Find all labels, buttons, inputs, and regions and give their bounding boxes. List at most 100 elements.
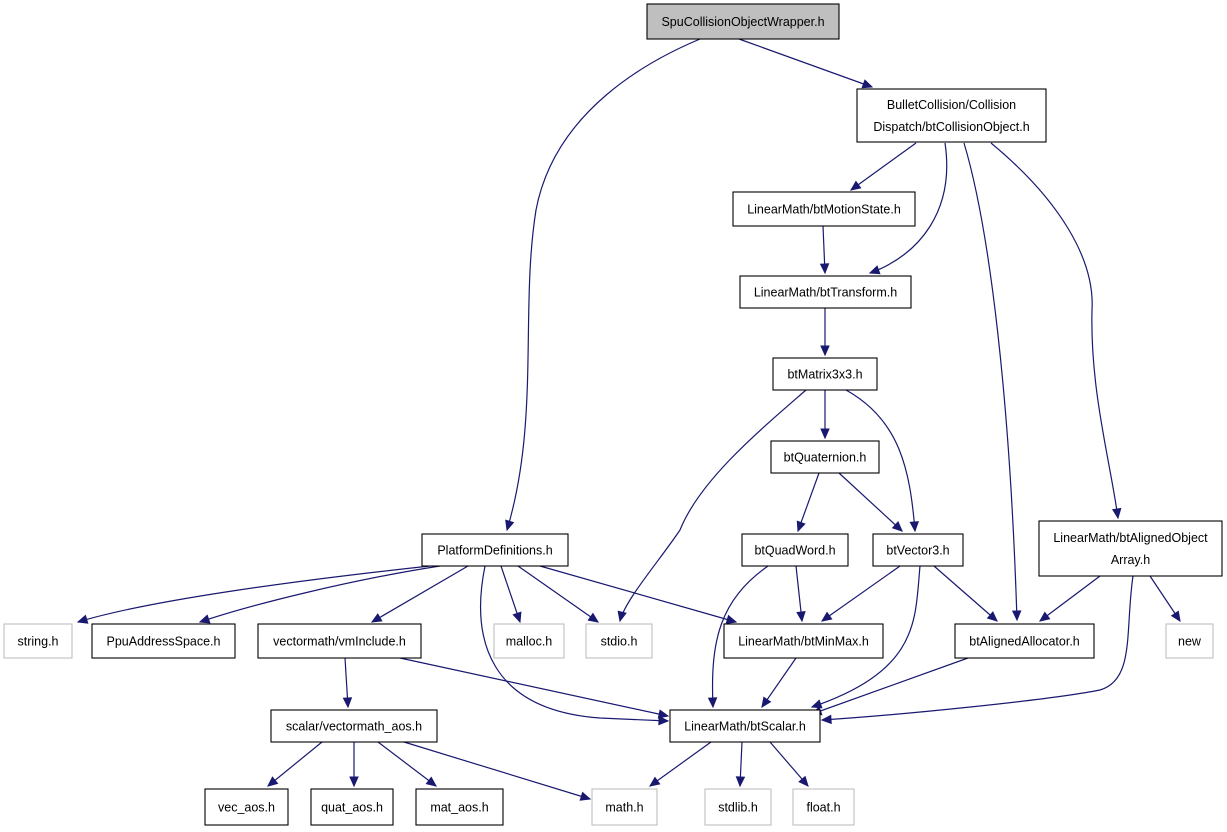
node-box: [3, 623, 73, 659]
edge-btScalar-to-float: [769, 741, 809, 787]
arrowhead-btAlignedObjectArray-to-new: [1170, 610, 1181, 623]
node-box: [792, 788, 855, 826]
node-label: LinearMath/btMotionState.h: [747, 203, 901, 217]
arrowhead-vectormath_aos-to-mat_aos: [425, 776, 437, 787]
node-btMotionState[interactable]: LinearMath/btMotionState.h: [732, 191, 916, 227]
node-btMatrix3x3[interactable]: btMatrix3x3.h: [772, 357, 878, 391]
node-PlatformDefinitions[interactable]: PlatformDefinitions.h: [421, 533, 569, 567]
node-label: LinearMath/btMinMax.h: [738, 635, 869, 649]
edge-vectormath_aos-to-mat_aos: [377, 741, 437, 787]
node-label: new: [1178, 635, 1202, 649]
node-box: [415, 788, 504, 826]
arrowhead-PlatformDefinitions-to-malloc: [512, 611, 522, 624]
arrowhead-PlatformDefinitions-to-btScalar: [658, 715, 670, 726]
node-label: PlatformDefinitions.h: [437, 544, 552, 558]
node-btAlignedAllocator[interactable]: btAlignedAllocator.h: [954, 623, 1095, 659]
arrowhead-btMinMax-to-btScalar: [761, 696, 772, 709]
node-label: quat_aos.h: [321, 801, 383, 815]
node-malloc[interactable]: malloc.h: [493, 623, 565, 659]
node-label: math.h: [605, 801, 643, 815]
node-btQuaternion[interactable]: btQuaternion.h: [770, 440, 880, 474]
node-label: btAlignedAllocator.h: [969, 635, 1080, 649]
arrowhead-btCollisionObject-to-btAlignedAllocator: [1011, 610, 1022, 622]
node-box: [310, 788, 394, 826]
arrowhead-btAlignedObjectArray-to-btAlignedAllocator: [1039, 611, 1051, 622]
arrowhead-btAlignedObjectArray-to-btScalar: [820, 714, 832, 725]
edge-root-to-PlatformDefinitions: [506, 38, 701, 531]
node-root[interactable]: SpuCollisionObjectWrapper.h: [646, 3, 840, 40]
edge-btCollisionObject-to-btAlignedObjectArray: [990, 142, 1119, 519]
node-box: [204, 788, 289, 826]
node-box: [704, 788, 772, 826]
node-label: stdio.h: [601, 635, 638, 649]
node-btScalar[interactable]: LinearMath/btScalar.h: [669, 709, 821, 743]
arrowhead-PlatformDefinitions-to-stdio: [587, 612, 600, 623]
arrowhead-root-to-PlatformDefinitions: [505, 519, 515, 532]
node-float[interactable]: float.h: [792, 788, 855, 826]
node-btCollisionObject[interactable]: BulletCollision/CollisionDispatch/btColl…: [856, 88, 1047, 143]
arrowhead-btMatrix3x3-to-btVector3: [909, 521, 919, 533]
edge-btCollisionObject-to-btAlignedAllocator: [963, 142, 1018, 621]
edge-PlatformDefinitions-to-stdio: [517, 565, 599, 623]
node-btVector3[interactable]: btVector3.h: [872, 533, 964, 567]
node-label: string.h: [18, 635, 59, 649]
node-box: [856, 88, 1047, 143]
node-string[interactable]: string.h: [3, 623, 73, 659]
arrowhead-vectormath_aos-to-math: [579, 791, 592, 801]
node-label: btVector3.h: [886, 544, 949, 558]
node-vec_aos[interactable]: vec_aos.h: [204, 788, 289, 826]
node-quat_aos[interactable]: quat_aos.h: [310, 788, 394, 826]
edge-vmInclude-to-btScalar: [399, 657, 669, 717]
node-label: mat_aos.h: [430, 801, 488, 815]
node-label: Array.h: [1111, 553, 1150, 567]
arrowhead-btScalar-to-math: [649, 776, 661, 787]
node-label: Dispatch/btCollisionObject.h: [873, 120, 1029, 134]
node-btMinMax[interactable]: LinearMath/btMinMax.h: [723, 623, 884, 659]
arrowhead-btTransform-to-btMatrix3x3: [820, 345, 830, 357]
arrowhead-vectormath_aos-to-quat_aos: [349, 776, 359, 788]
edge-btMatrix3x3-to-stdio: [619, 389, 807, 622]
arrowhead-btMatrix3x3-to-stdio: [617, 610, 627, 623]
node-box: [669, 709, 821, 743]
arrowhead-btCollisionObject-to-btAlignedObjectArray: [1111, 507, 1122, 520]
node-box: [585, 623, 653, 659]
arrowhead-vectormath_aos-to-vec_aos: [267, 776, 279, 787]
arrowhead-PlatformDefinitions-to-btMinMax: [725, 614, 738, 624]
edge-btMatrix3x3-to-btVector3: [845, 389, 916, 532]
arrowhead-btQuaternion-to-btVector3: [891, 521, 903, 532]
node-box: [270, 709, 438, 743]
edge-root-to-btCollisionObject: [738, 38, 873, 88]
arrowhead-PlatformDefinitions-to-vmInclude: [370, 613, 383, 623]
arrowhead-vmInclude-to-btScalar: [657, 709, 670, 719]
node-label: SpuCollisionObjectWrapper.h: [661, 15, 824, 29]
node-stdio[interactable]: stdio.h: [585, 623, 653, 659]
edge-PlatformDefinitions-to-btMinMax: [539, 565, 737, 623]
node-math[interactable]: math.h: [591, 788, 658, 826]
node-box: [732, 191, 916, 227]
node-vmInclude[interactable]: vectormath/vmInclude.h: [257, 623, 422, 659]
edge-PlatformDefinitions-to-malloc: [500, 565, 521, 623]
node-label: BulletCollision/Collision: [887, 98, 1016, 112]
node-btTransform[interactable]: LinearMath/btTransform.h: [739, 275, 912, 309]
arrowhead-vmInclude-to-vectormath_aos: [342, 697, 353, 709]
node-vectormath_aos[interactable]: scalar/vectormath_aos.h: [270, 709, 438, 743]
node-stdlib[interactable]: stdlib.h: [704, 788, 772, 826]
edge-btVector3-to-btScalar: [811, 565, 921, 708]
arrowhead-root-to-btCollisionObject: [861, 79, 874, 89]
node-mat_aos[interactable]: mat_aos.h: [415, 788, 504, 826]
node-box: [770, 440, 880, 474]
node-box: [91, 623, 236, 659]
node-btQuadWord[interactable]: btQuadWord.h: [741, 533, 849, 567]
node-box: [421, 533, 569, 567]
edge-btAlignedObjectArray-to-btAlignedAllocator: [1039, 575, 1101, 622]
edge-btQuadWord-to-btScalar: [711, 565, 769, 708]
node-box: [741, 533, 849, 567]
arrowhead-btCollisionObject-to-btTransform: [868, 265, 881, 275]
edge-btScalar-to-math: [649, 741, 712, 787]
node-new[interactable]: new: [1165, 623, 1214, 659]
node-box: [739, 275, 912, 309]
node-PpuAddressSpace[interactable]: PpuAddressSpace.h: [91, 623, 236, 659]
node-box: [954, 623, 1095, 659]
